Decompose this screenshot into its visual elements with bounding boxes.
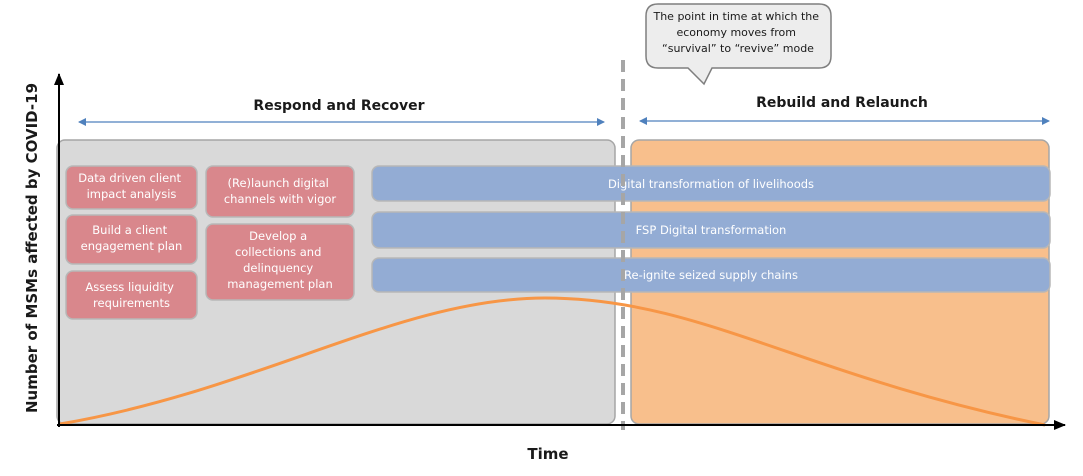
supply-chains-label: Re-ignite seized supply chains bbox=[624, 268, 798, 282]
livelihoods-label: Digital transformation of livelihoods bbox=[608, 177, 814, 191]
callout-label: The point in time at which the economy m… bbox=[652, 10, 822, 55]
x-axis-title: Time bbox=[527, 445, 568, 463]
red-box-client-impact bbox=[65, 165, 198, 210]
y-axis-title: Number of MSMs affected by COVID-19 bbox=[23, 83, 41, 413]
red-box-liquidity bbox=[65, 270, 198, 320]
fsp-label: FSP Digital transformation bbox=[636, 223, 787, 237]
liquidity-label: Assess liquidity requirements bbox=[85, 280, 177, 310]
blue-bar-fsp bbox=[371, 211, 1051, 249]
respond-recover-title: Respond and Recover bbox=[253, 98, 424, 114]
blue-bar-livelihoods bbox=[371, 165, 1051, 202]
red-box-digital-channels bbox=[205, 165, 355, 218]
engagement-plan-label: Build a client engagement plan bbox=[81, 223, 183, 253]
client-impact-label: Data driven client impact analysis bbox=[78, 171, 184, 201]
msm-affected-curve bbox=[59, 296, 1046, 427]
red-box-collections bbox=[205, 223, 355, 301]
digital-channels-label: (Re)launch digital channels with vigor bbox=[224, 176, 337, 206]
blue-bar-supply-chains bbox=[371, 257, 1051, 293]
rebuild-relaunch-title: Rebuild and Relaunch bbox=[756, 95, 928, 111]
red-box-engagement-plan bbox=[65, 214, 198, 265]
collections-label: Develop a collections and delinquency ma… bbox=[227, 229, 333, 291]
transition-callout bbox=[645, 3, 832, 86]
